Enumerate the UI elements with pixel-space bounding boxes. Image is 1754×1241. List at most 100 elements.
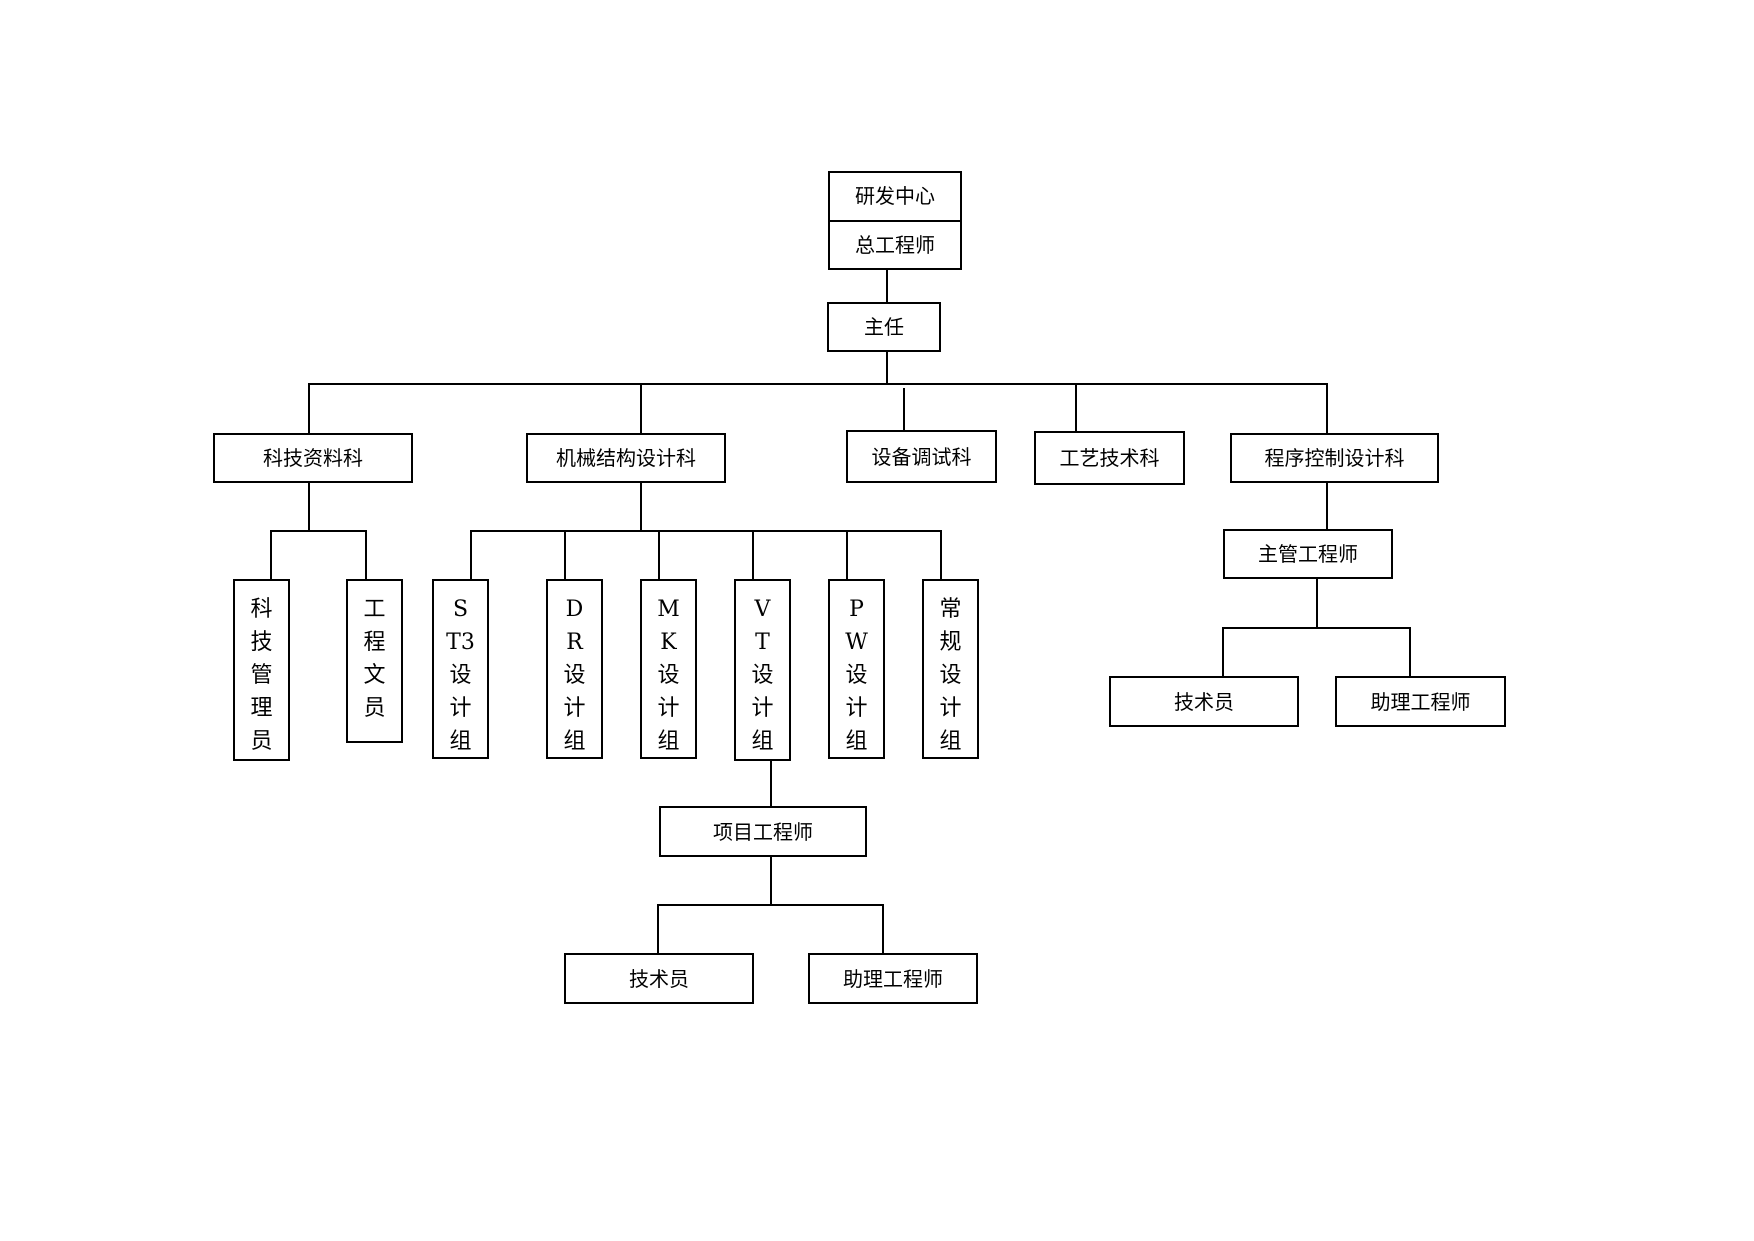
program-technician-box: 技术员 xyxy=(1109,676,1299,727)
dept-tech-info: 科技资料科 xyxy=(213,433,413,483)
vertical-char: 设 xyxy=(449,663,472,688)
connector-line xyxy=(1409,627,1411,677)
vertical-char: 计 xyxy=(845,696,868,721)
vertical-char: 计 xyxy=(449,696,472,721)
connector-line xyxy=(770,760,772,807)
project-engineer-box: 项目工程师 xyxy=(659,806,867,857)
connector-line xyxy=(1316,578,1318,628)
tech-manager-box: 科技管理员 xyxy=(233,579,290,761)
vertical-char: D xyxy=(565,597,584,622)
vertical-char: 文 xyxy=(363,663,386,688)
vertical-char: 组 xyxy=(563,729,586,754)
chief-engineer-label: 总工程师 xyxy=(830,219,960,269)
vertical-char: 计 xyxy=(563,696,586,721)
connector-line xyxy=(882,904,884,954)
connector-line xyxy=(903,388,905,431)
connector-line xyxy=(886,351,888,384)
connector-line xyxy=(308,383,310,434)
vertical-label: 常规设计组 xyxy=(939,593,961,758)
vertical-char: 计 xyxy=(939,696,962,721)
vertical-char: T3 xyxy=(446,630,475,655)
dept-program-design: 程序控制设计科 xyxy=(1230,433,1439,483)
connector-line xyxy=(270,530,367,532)
vertical-char: 程 xyxy=(363,630,386,655)
connector-line xyxy=(1222,627,1224,677)
vertical-char: 计 xyxy=(751,696,774,721)
vertical-char: 组 xyxy=(449,729,472,754)
vertical-char: 组 xyxy=(657,729,680,754)
vertical-label: S T3 设计组 xyxy=(446,593,475,758)
connector-line xyxy=(1326,482,1328,530)
connector-line xyxy=(470,530,942,532)
vertical-char: R xyxy=(566,630,583,655)
vertical-char: 组 xyxy=(845,729,868,754)
vertical-label: 科技管理员 xyxy=(250,593,272,758)
connector-line xyxy=(658,530,660,580)
project-technician-box: 技术员 xyxy=(564,953,754,1004)
vertical-char: K xyxy=(660,630,677,655)
engineering-clerk-box: 工程文员 xyxy=(346,579,403,743)
vertical-char: 理 xyxy=(250,696,273,721)
vertical-char: 组 xyxy=(939,729,962,754)
vertical-char: 管 xyxy=(250,663,273,688)
connector-line xyxy=(564,530,566,580)
connector-line xyxy=(640,482,642,531)
vertical-char: 科 xyxy=(250,597,273,622)
connector-line xyxy=(657,904,659,954)
vertical-char: 工 xyxy=(363,597,386,622)
connector-line xyxy=(1075,383,1077,431)
dept-process-tech: 工艺技术科 xyxy=(1034,431,1185,485)
program-assistant-box: 助理工程师 xyxy=(1335,676,1506,727)
dept-mech-design: 机械结构设计科 xyxy=(526,433,726,483)
connector-line xyxy=(846,530,848,580)
vertical-char: 计 xyxy=(657,696,680,721)
vertical-char: 规 xyxy=(939,630,962,655)
connector-line xyxy=(770,856,772,905)
vertical-char: 员 xyxy=(250,729,273,754)
connector-line xyxy=(640,383,642,434)
connector-line xyxy=(308,482,310,531)
group-st3-box: S T3 设计组 xyxy=(432,579,489,759)
rd-center-label: 研发中心 xyxy=(855,184,935,209)
connector-line xyxy=(308,383,1328,385)
vertical-char: T xyxy=(755,630,770,655)
director-box: 主任 xyxy=(827,302,941,352)
connector-line xyxy=(886,269,888,303)
vertical-char: 设 xyxy=(563,663,586,688)
vertical-char: V xyxy=(754,597,771,622)
connector-line xyxy=(365,530,367,580)
vertical-label: 工程文员 xyxy=(363,593,385,725)
vertical-char: 设 xyxy=(657,663,680,688)
connector-line xyxy=(752,530,754,580)
vertical-char: S xyxy=(452,597,469,622)
vertical-char: 设 xyxy=(751,663,774,688)
dept-equip-debug: 设备调试科 xyxy=(846,430,997,483)
connector-line xyxy=(1326,383,1328,434)
vertical-char: W xyxy=(845,630,868,655)
vertical-char: 员 xyxy=(363,696,386,721)
rd-center-box: 研发中心 总工程师 xyxy=(828,171,962,270)
vertical-char: 常 xyxy=(939,597,962,622)
connector-line xyxy=(270,530,272,580)
connector-line xyxy=(940,530,942,580)
vertical-char: 组 xyxy=(751,729,774,754)
vertical-char: 技 xyxy=(250,630,273,655)
supervising-engineer-box: 主管工程师 xyxy=(1223,529,1393,579)
connector-line xyxy=(657,904,884,906)
vertical-char: 设 xyxy=(939,663,962,688)
project-assistant-box: 助理工程师 xyxy=(808,953,978,1004)
group-general-box: 常规设计组 xyxy=(922,579,979,759)
connector-line xyxy=(1222,627,1411,629)
vertical-char: P xyxy=(849,597,864,622)
vertical-char: M xyxy=(657,597,680,622)
connector-line xyxy=(470,530,472,580)
